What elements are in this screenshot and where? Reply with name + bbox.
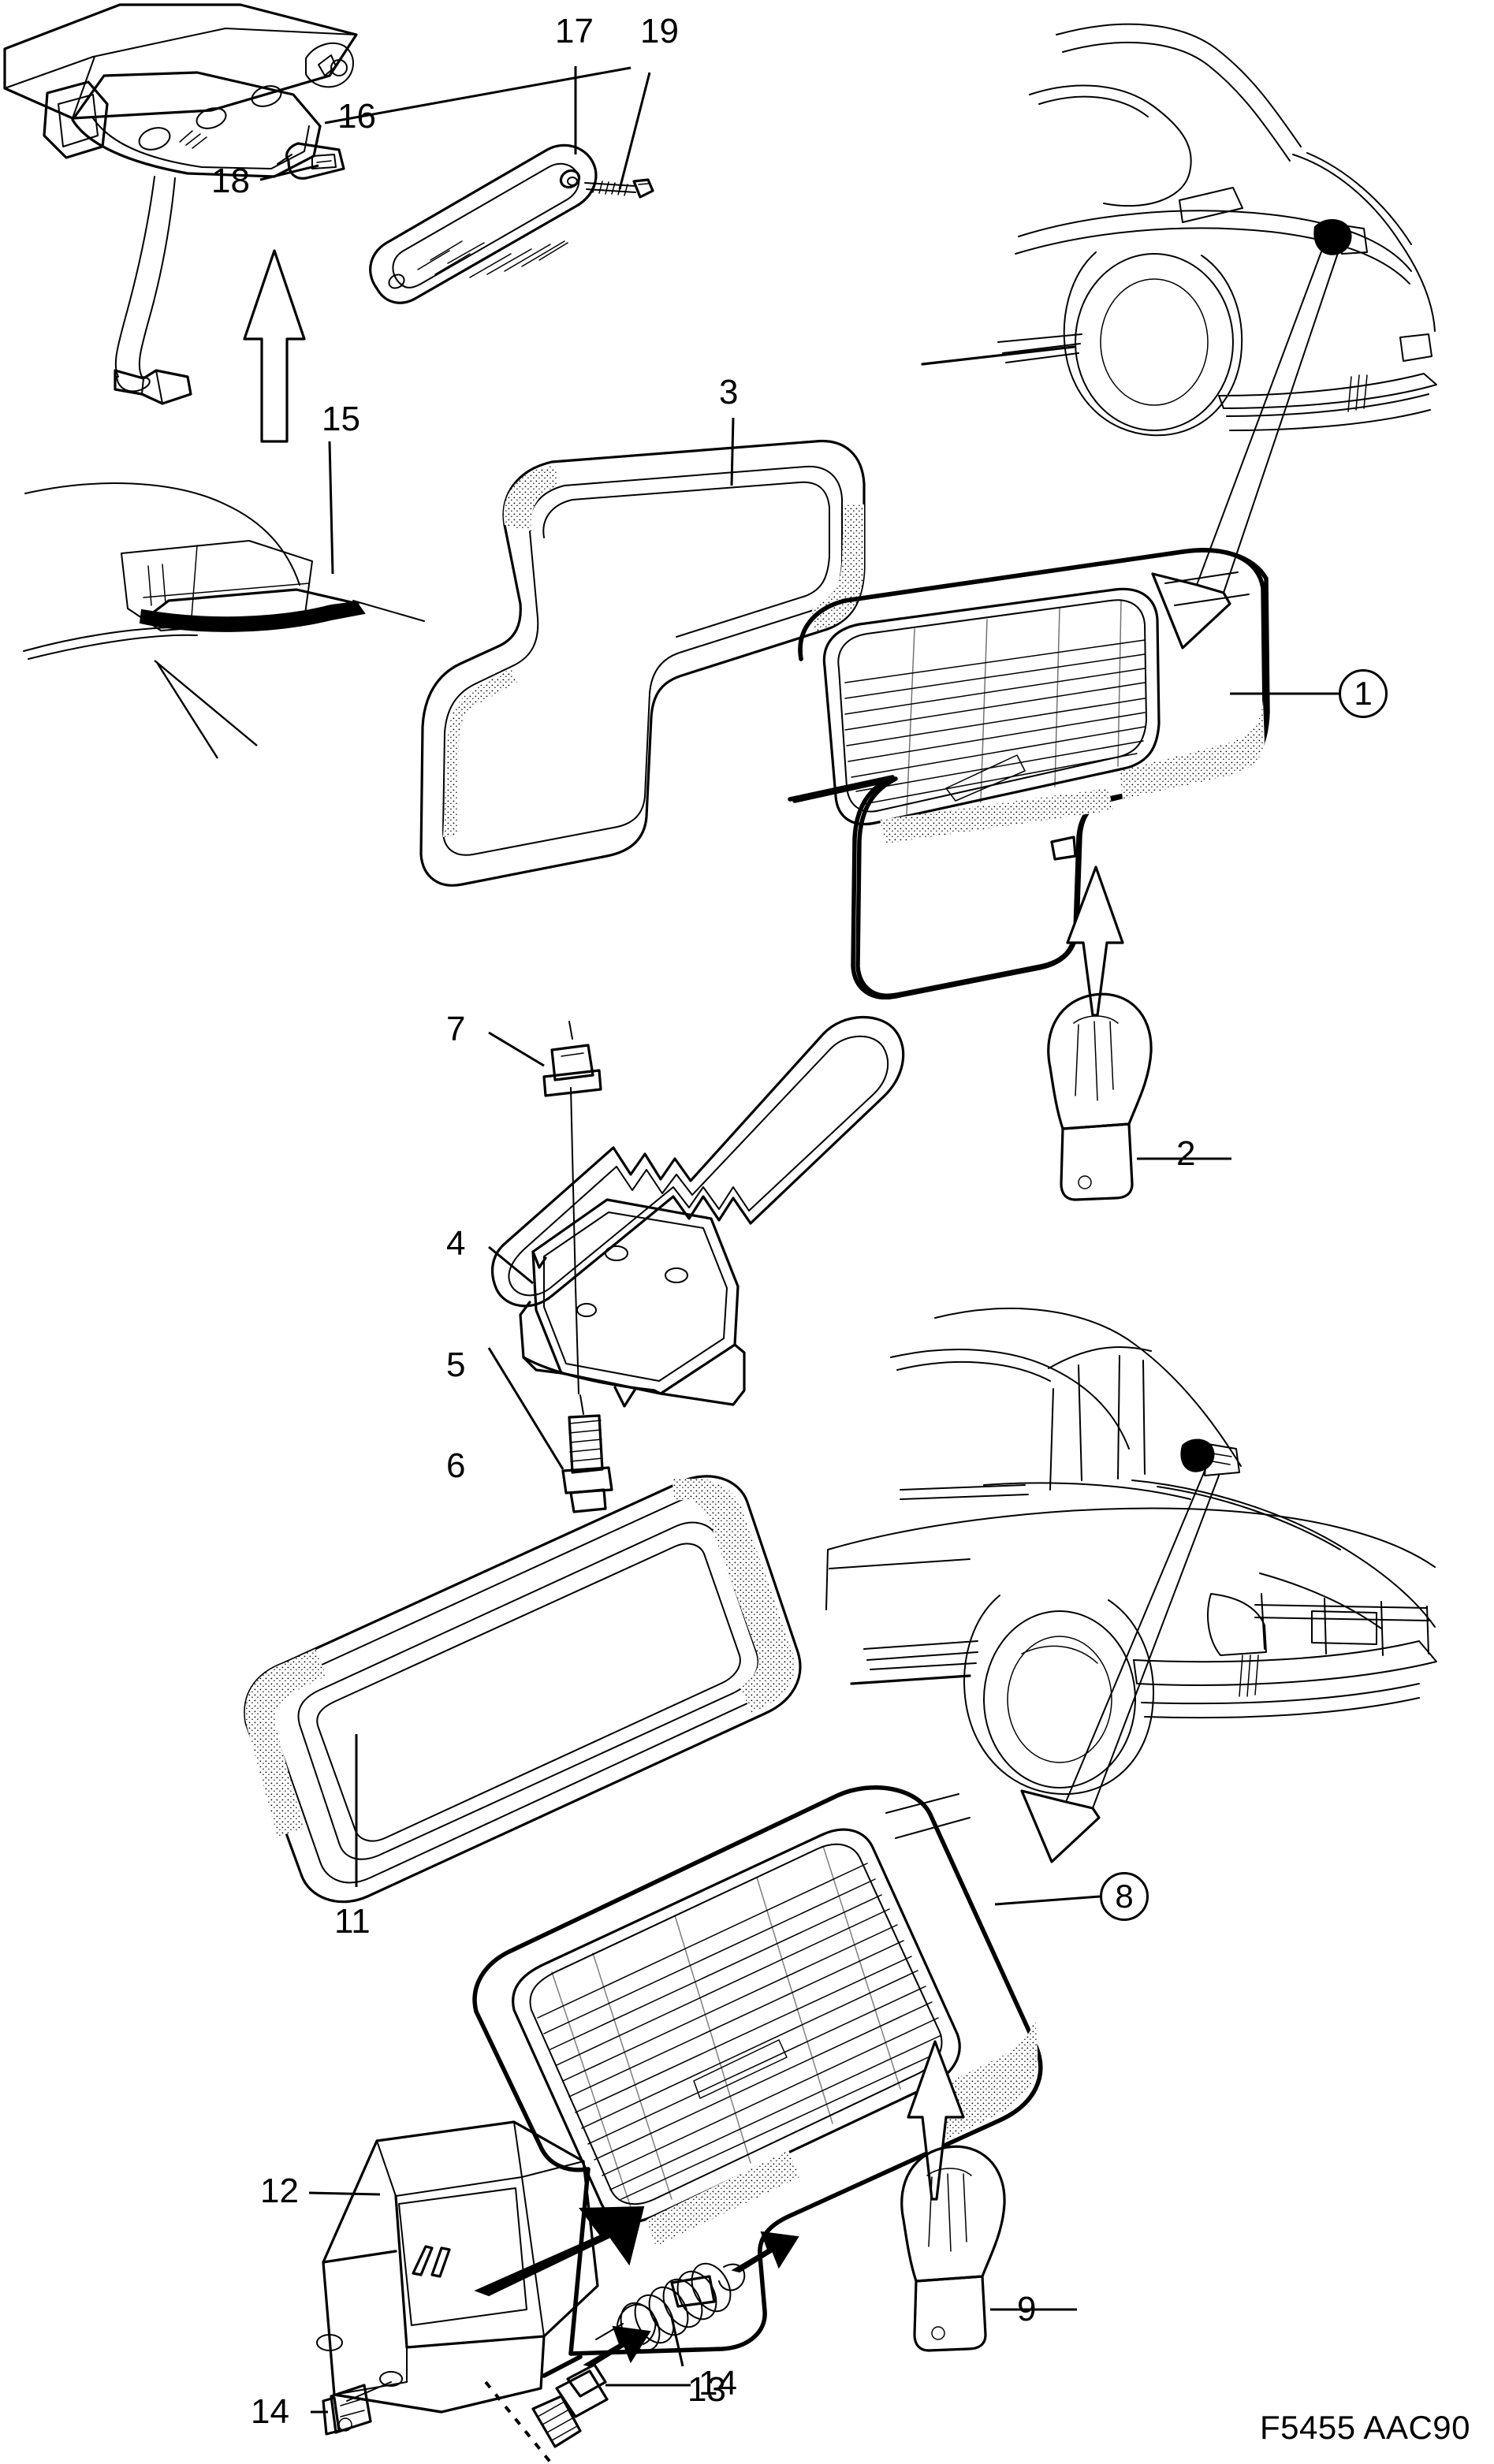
licence-plate-lamp-assembly: [3, 3, 632, 443]
vehicle-view-hatchback: [921, 23, 1437, 649]
bulb-9: [900, 2145, 1077, 2352]
screw-19: [584, 178, 654, 199]
part-number-4: 4: [446, 1224, 466, 1263]
vehicle-view-sedan: [825, 1307, 1437, 1863]
part-number-12: 13: [687, 2370, 726, 2409]
screw-6: [487, 1347, 613, 1513]
part-number-19: 19: [640, 12, 679, 50]
lamp-bracket-assembly-sedan: [308, 2120, 799, 2464]
reflector-lens-assembly: [369, 66, 654, 304]
nut-7: [488, 1021, 602, 1097]
part-number-3: 3: [719, 373, 739, 411]
lamp-mount-hardware: [487, 1015, 905, 1513]
callout-circle-1: 1: [1339, 669, 1388, 718]
nut-14: [311, 2381, 392, 2436]
spring-12: [595, 2262, 746, 2367]
part-number-10: 11: [334, 1902, 371, 1941]
drawing-code: F5455 AAC90: [1259, 2409, 1470, 2446]
part-number-17: 17: [555, 12, 594, 50]
tail-lamp-lens-8: [472, 1785, 1101, 2356]
part-number-9: 9: [1017, 2290, 1037, 2328]
tail-lamp-gasket-10: [244, 1475, 802, 1904]
tail-lamp-gasket-3: [419, 417, 866, 887]
part-number-6: 6: [446, 1446, 466, 1485]
rear-trim-detail-15: [23, 441, 425, 759]
part-number-2: 2: [1176, 1134, 1196, 1173]
part-number-5: 5: [446, 1346, 466, 1384]
part-number-15: 15: [322, 400, 360, 438]
part-number-13: 14: [699, 2364, 737, 2403]
bracket-5: [488, 1198, 746, 1408]
screw-13: [531, 2363, 691, 2448]
part-number-18: 18: [211, 162, 250, 200]
tail-lamp-lens-1: [788, 548, 1339, 1017]
bulb-2: [1047, 992, 1231, 1201]
part-number-16: 16: [337, 97, 376, 136]
part-number-14: 14: [251, 2392, 289, 2431]
festoon-bulb-18: [277, 142, 345, 180]
part-number-11: 12: [260, 2172, 299, 2210]
callout-circle-8: 8: [1100, 1872, 1149, 1921]
part-number-7: 7: [446, 1010, 466, 1048]
